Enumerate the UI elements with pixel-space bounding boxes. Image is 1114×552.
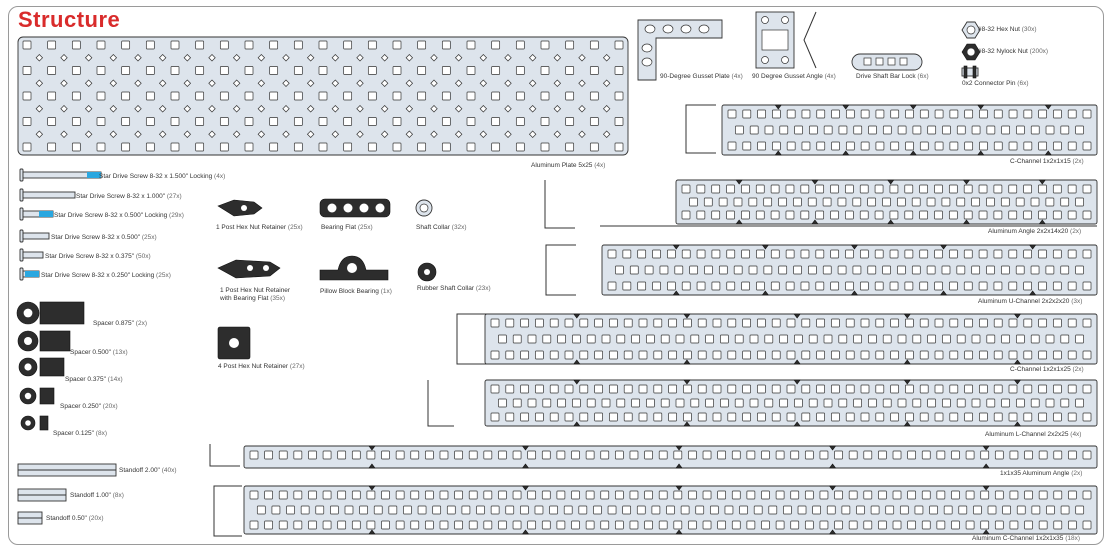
label-aluminum-plate: Aluminum Plate 5x25 (4x) <box>531 162 606 169</box>
spacer-body <box>39 330 71 352</box>
connector-pin-icon <box>961 67 979 77</box>
label-hex-retainer-1: 1 Post Hex Nut Retainer (25x) <box>216 224 303 231</box>
gusset-plate <box>637 19 723 81</box>
screw-shaft <box>22 191 76 199</box>
label-hex-retainer-4: 4 Post Hex Nut Retainer (27x) <box>218 363 305 370</box>
hex-nut-retainer-1-icon <box>217 199 263 217</box>
label-l-channel: Aluminum L-Channel 2x2x25 (4x) <box>985 431 1082 438</box>
page-title: Structure <box>18 7 121 32</box>
label-screw-0250-lock: Star Drive Screw 8-32 x 0.250" Locking (… <box>41 272 171 279</box>
screw-head-icon <box>19 267 24 281</box>
label-spacer-0500: Spacer 0.500" (13x) <box>70 349 128 356</box>
label-screw-1500: Star Drive Screw 8-32 x 1.500" Locking (… <box>99 173 226 180</box>
thread-lock <box>87 172 101 178</box>
label-rubber-collar: Rubber Shaft Collar (23x) <box>417 285 491 292</box>
label-angle-2x2x14x20: Aluminum Angle 2x2x14x20 (2x) <box>988 228 1082 235</box>
label-nylock-nut: #8-32 Nylock Nut (200x) <box>978 48 1049 55</box>
thread-lock <box>25 271 39 277</box>
label-spacer-0875: Spacer 0.875" (2x) <box>93 320 147 327</box>
channel-profile <box>685 104 716 154</box>
label-gusset-angle: 90 Degree Gusset Angle (4x) <box>752 73 836 80</box>
screw-head-icon <box>19 229 24 243</box>
label-gusset-plate: 90-Degree Gusset Plate (4x) <box>660 73 743 80</box>
label-pillow-block: Pillow Block Bearing (1x) <box>320 288 392 295</box>
label-hex-retainer-bearing-line1: 1 Post Hex Nut Retainer <box>220 287 291 294</box>
channel-profile <box>456 313 487 365</box>
label-hex-retainer-bearing-line2: with Bearing Flat (35x) <box>220 295 286 302</box>
label-connector-pin: 0x2 Connector Pin (6x) <box>962 80 1029 87</box>
label-c-channel-15: C-Channel 1x2x1x15 (2x) <box>1010 158 1084 165</box>
label-screw-0375: Star Drive Screw 8-32 x 0.375" (50x) <box>45 253 151 260</box>
c-channel-25 <box>484 313 1098 365</box>
label-bar-lock: Drive Shaft Bar Lock (6x) <box>856 73 929 80</box>
spacer-body <box>39 357 65 377</box>
label-shaft-collar: Shaft Collar (32x) <box>416 224 467 231</box>
thread-lock <box>39 211 53 217</box>
channel-profile <box>544 180 575 229</box>
channel-profile <box>213 485 242 537</box>
aluminum-l-channel <box>484 379 1098 427</box>
drive-shaft-bar-lock <box>851 53 923 71</box>
screw-shaft <box>22 232 50 240</box>
label-spacer-0125: Spacer 0.125" (8x) <box>53 430 107 437</box>
label-angle-1x1x35: 1x1x35 Aluminum Angle (2x) <box>1000 470 1083 477</box>
label-bearing-flat: Bearing Flat (25x) <box>321 224 373 231</box>
label-screw-1000: Star Drive Screw 8-32 x 1.000" (27x) <box>76 193 182 200</box>
label-screw-0500: Star Drive Screw 8-32 x 0.500" (25x) <box>51 234 157 241</box>
sheet-frame <box>8 6 1104 545</box>
screw-shaft <box>22 251 44 259</box>
c-channel-15 <box>721 104 1098 156</box>
label-u-channel: Aluminum U-Channel 2x2x2x20 (3x) <box>978 298 1083 305</box>
channel-profile <box>545 244 576 296</box>
channel-profile <box>427 380 454 427</box>
label-screw-0500-lock: Star Drive Screw 8-32 x 0.500" Locking (… <box>54 212 184 219</box>
bearing-flat-icon <box>319 198 391 218</box>
label-c-channel-35: Aluminum C-Channel 1x2x1x35 (18x) <box>972 535 1081 542</box>
label-spacer-0375: Spacer 0.375" (14x) <box>65 376 123 383</box>
spacer-body <box>39 415 49 431</box>
label-spacer-0250: Spacer 0.250" (20x) <box>60 403 118 410</box>
spacer-body <box>39 387 55 405</box>
label-standoff-200: Standoff 2.00" (40x) <box>119 467 177 474</box>
screw-head-icon <box>19 248 24 262</box>
label-standoff-100: Standoff 1.00" (8x) <box>70 492 124 499</box>
label-hex-nut: #8-32 Hex Nut (30x) <box>978 26 1037 33</box>
aluminum-u-channel <box>601 244 1098 296</box>
spacer-body <box>39 301 85 325</box>
label-c-channel-25: C-Channel 1x2x1x25 (2x) <box>1010 366 1084 373</box>
screw-head-icon <box>19 207 24 221</box>
channel-profile <box>209 444 240 467</box>
label-standoff-050: Standoff 0.50" (20x) <box>46 515 104 522</box>
